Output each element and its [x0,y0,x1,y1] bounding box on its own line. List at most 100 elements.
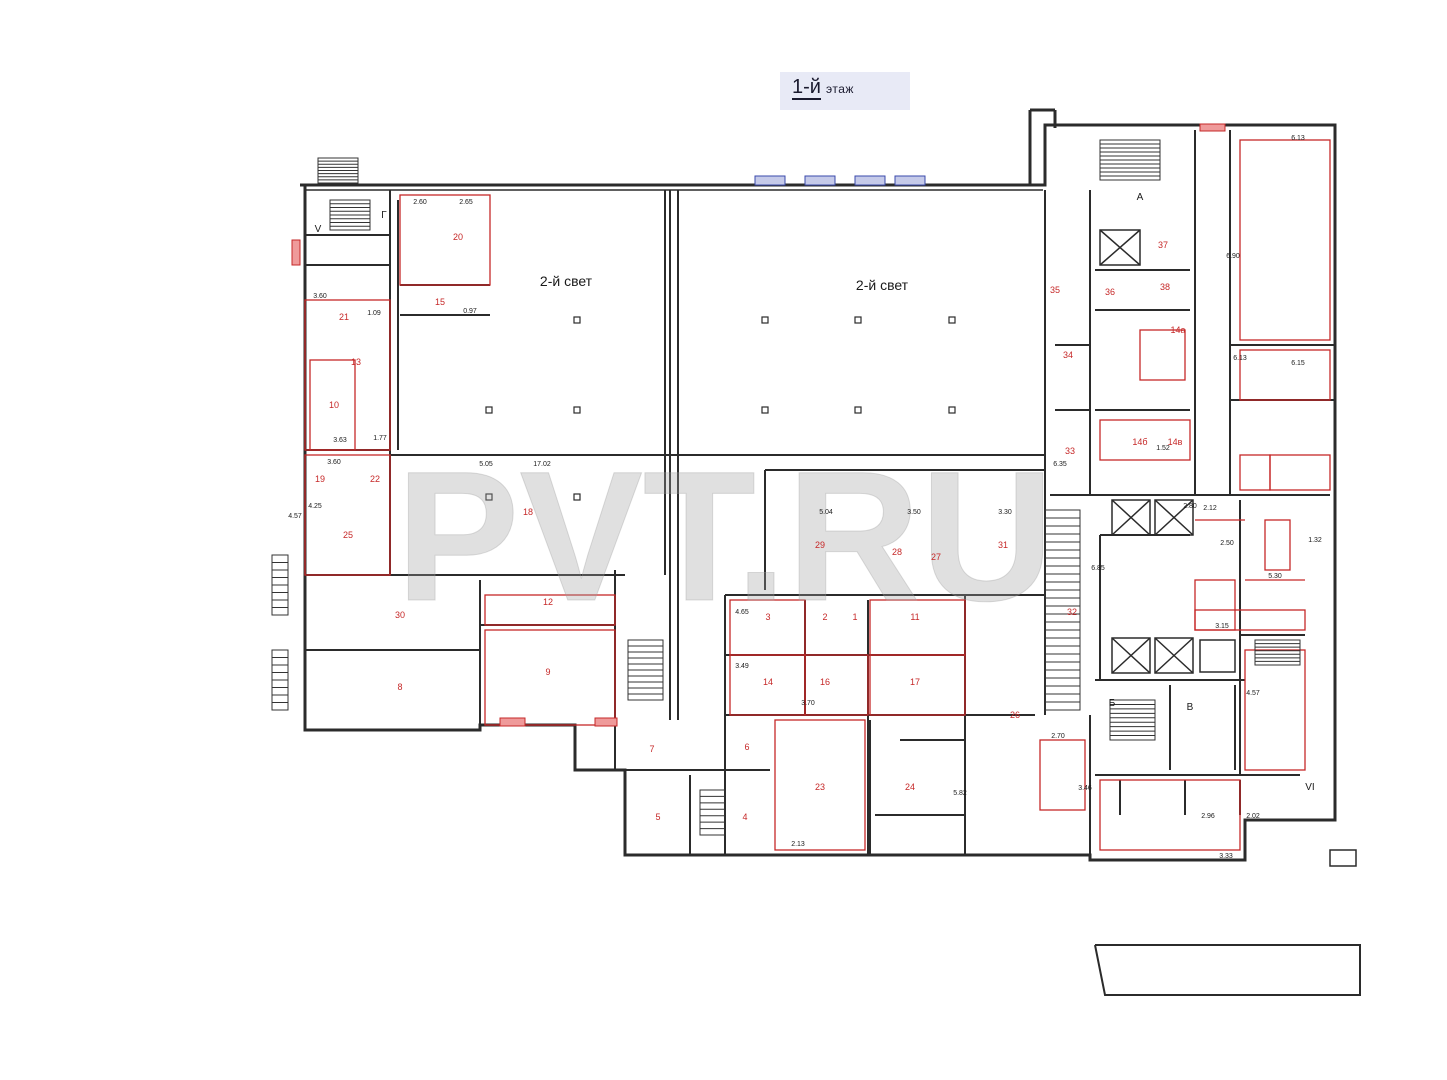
room-number: 19 [315,474,325,484]
room-number: 14 [763,677,773,687]
room-number: 34 [1063,350,1073,360]
room-number: 3 [765,612,770,622]
dimension: 6.13 [1291,135,1305,142]
dimension: 2.50 [1220,540,1234,547]
letter-label: Б [1109,698,1116,709]
floor-label: этаж [826,82,854,96]
room-number: 6 [744,742,749,752]
hall-label-right: 2-й свет [856,277,909,293]
room-number: 31 [998,540,1008,550]
dimension: 2.12 [1203,505,1217,512]
dimension: 1.52 [1156,445,1170,452]
stairs [1044,509,1081,711]
watermark: PVT.RU [396,434,1054,640]
columns [485,316,956,501]
stairs [317,157,359,184]
room-number: 22 [370,474,380,484]
column [485,493,493,501]
column [854,406,862,414]
floor-title: 1-й этаж [780,72,910,110]
dimension: 1.32 [1308,537,1322,544]
room-number: 37 [1158,240,1168,250]
room-number: 10 [329,400,339,410]
dimension: 5.30 [1268,573,1282,580]
stairs [329,199,371,231]
room-number: 15 [435,297,445,307]
room-number: 36 [1105,287,1115,297]
dimension: 3.15 [1215,623,1229,630]
dimension: 6.15 [1291,360,1305,367]
room-number: 4 [742,812,747,822]
dimension: 4.57 [1246,690,1260,697]
column [485,406,493,414]
elevator-shafts [1099,229,1236,674]
dimension: 6.85 [1091,565,1105,572]
room-number: 23 [815,782,825,792]
room-number: 18 [523,507,533,517]
dimension: 2.80 [1183,503,1197,510]
letter-label: VI [1305,782,1314,793]
room-number: 26 [1010,710,1020,720]
room-number: 14б [1132,437,1147,447]
room-number: 35 [1050,285,1060,295]
dimension: 3.33 [1219,853,1233,860]
column [761,406,769,414]
room-number: 5 [655,812,660,822]
room-number: 21 [339,312,349,322]
room-number: 11 [910,612,919,622]
interior-walls [305,130,1335,855]
letter-label: Г [381,210,387,221]
room-number: 28 [892,547,902,557]
dimension: 4.25 [308,503,322,510]
room-number: 13 [351,357,361,367]
room-number: 33 [1065,446,1075,456]
dimension: 17.02 [533,461,551,468]
dimension: 3.30 [998,509,1012,516]
dimension: 1.09 [367,310,381,317]
room-number: 9 [545,667,550,677]
dimension: 2.02 [1246,813,1260,820]
stairs [271,649,289,711]
room-number: 25 [343,530,353,540]
stairs [1109,699,1156,741]
hall-label-left: 2-й свет [540,273,593,289]
column [948,406,956,414]
dimension: 5.04 [819,509,833,516]
dimension: 3.50 [907,509,921,516]
windows [291,123,1226,727]
dimension: 5.82 [953,790,967,797]
room-number: 32 [1067,607,1077,617]
room-number: 7 [649,744,654,754]
room-number: 30 [395,610,405,620]
letter-label: V [315,224,322,235]
dimension: 3.70 [801,700,815,707]
column [854,316,862,324]
room-number: 14а [1170,325,1185,335]
dimension: 4.65 [735,609,749,616]
room-number: 17 [910,677,920,687]
letter-label: А [1137,192,1144,203]
dimension: 2.70 [1051,733,1065,740]
column [573,406,581,414]
dimension: 2.60 [413,199,427,206]
column [573,493,581,501]
column [761,316,769,324]
floor-number: 1-й [792,76,821,100]
stairs [271,139,1301,836]
dimension: 1.77 [373,435,387,442]
stairs [271,554,289,616]
room-number: 12 [543,597,553,607]
dimension: 2.96 [1201,813,1215,820]
dimension: 3.60 [327,459,341,466]
dimension: 3.49 [735,663,749,670]
room-number: 29 [815,540,825,550]
letter-label: В [1187,702,1194,713]
room-number: 1 [852,612,857,622]
stairs [627,639,664,701]
dimension: 2.65 [459,199,473,206]
room-number: 14в [1168,437,1183,447]
room-number: 24 [905,782,915,792]
